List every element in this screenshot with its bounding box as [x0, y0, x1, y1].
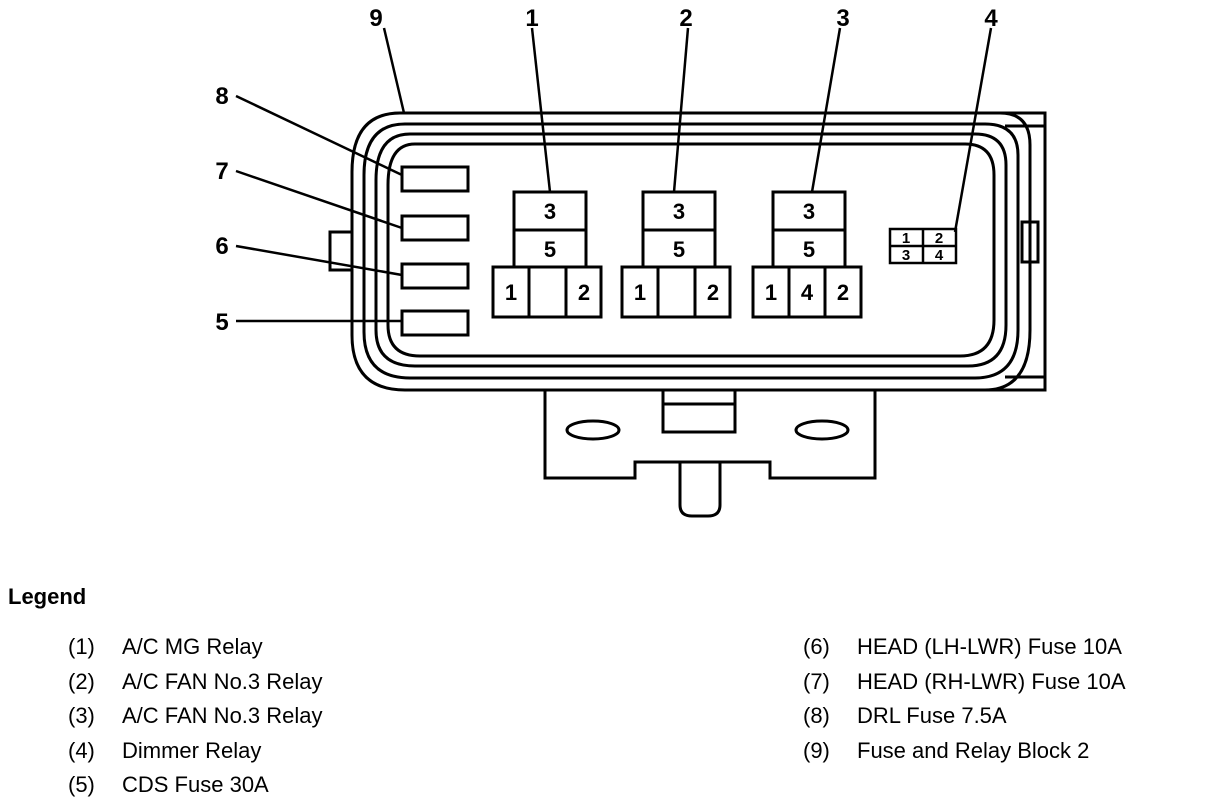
legend-item-8: (8) DRL Fuse 7.5A [803, 699, 1126, 734]
callout-1: 1 [525, 5, 538, 32]
relay-3-pin-5: 5 [803, 237, 815, 262]
legend-num: (7) [803, 668, 830, 694]
relay-3-pin-3: 3 [803, 199, 815, 224]
fuse-slot-drl [400, 165, 470, 193]
legend-num: (8) [803, 703, 830, 729]
legend-item-4: (4) Dimmer Relay [68, 734, 323, 769]
callout-7: 7 [215, 158, 228, 185]
relay-1-pin-2: 2 [578, 280, 590, 305]
legend-num: (3) [68, 703, 95, 729]
legend-num: (1) [68, 634, 95, 660]
legend-item-7: (7) HEAD (RH-LWR) Fuse 10A [803, 665, 1126, 700]
dimmer-pin-3: 3 [902, 247, 910, 264]
fuse-relay-block-diagram: 3 5 1 2 3 5 1 2 3 5 1 4 2 1 2 3 [215, 5, 1047, 518]
relay-3-pin-1: 1 [765, 280, 777, 305]
dimmer-relay-socket: 1 2 3 4 [888, 227, 958, 265]
fuse-slot-head-lh-lwr [400, 262, 470, 290]
legend-label: A/C MG Relay [122, 634, 263, 660]
legend-left-column: (1) A/C MG Relay (2) A/C FAN No.3 Relay … [68, 630, 323, 803]
legend-num: (9) [803, 737, 830, 763]
callout-3: 3 [836, 5, 849, 32]
fuse-slot-head-rh-lwr [400, 214, 470, 242]
legend-num: (6) [803, 634, 830, 660]
relay-2-pin-1: 1 [634, 280, 646, 305]
legend-label: HEAD (RH-LWR) Fuse 10A [857, 668, 1126, 694]
legend-label: A/C FAN No.3 Relay [122, 668, 323, 694]
relay-1-pin-5: 5 [544, 237, 556, 262]
callout-9: 9 [369, 5, 382, 32]
legend-title: Legend [8, 584, 87, 609]
legend-right-column: (6) HEAD (LH-LWR) Fuse 10A (7) HEAD (RH-… [803, 630, 1126, 768]
legend-item-1: (1) A/C MG Relay [68, 630, 323, 665]
legend-label: DRL Fuse 7.5A [857, 703, 1007, 729]
dimmer-pin-1: 1 [902, 230, 910, 247]
legend-label: A/C FAN No.3 Relay [122, 703, 323, 729]
leader-lines [235, 27, 993, 323]
mounting-bracket [543, 390, 877, 518]
relay-1-pin-1: 1 [505, 280, 517, 305]
relay-socket-3: 3 5 1 4 2 [751, 190, 863, 319]
relay-2-pin-2: 2 [707, 280, 719, 305]
relay-1-pin-3: 3 [544, 199, 556, 224]
legend-num: (2) [68, 668, 95, 694]
legend-item-9: (9) Fuse and Relay Block 2 [803, 734, 1126, 769]
legend-label: Dimmer Relay [122, 737, 262, 763]
relay-socket-1: 3 5 1 2 [491, 190, 603, 319]
legend-item-6: (6) HEAD (LH-LWR) Fuse 10A [803, 630, 1126, 665]
callout-4: 4 [984, 5, 998, 32]
relay-2-pin-3: 3 [673, 199, 685, 224]
callout-2: 2 [679, 5, 692, 32]
legend-item-3: (3) A/C FAN No.3 Relay [68, 699, 323, 734]
legend-label: HEAD (LH-LWR) Fuse 10A [857, 634, 1122, 660]
callout-5: 5 [215, 309, 228, 336]
legend-num: (5) [68, 772, 95, 798]
legend-label: CDS Fuse 30A [122, 772, 269, 798]
callout-6: 6 [215, 233, 228, 260]
legend-item-5: (5) CDS Fuse 30A [68, 768, 323, 803]
legend-label: Fuse and Relay Block 2 [857, 737, 1090, 763]
relay-3-pin-2: 2 [837, 280, 849, 305]
relay-3-pin-4: 4 [801, 280, 814, 305]
dimmer-pin-2: 2 [935, 230, 943, 247]
legend-item-2: (2) A/C FAN No.3 Relay [68, 665, 323, 700]
relay-socket-2: 3 5 1 2 [620, 190, 732, 319]
legend-num: (4) [68, 737, 95, 763]
relay-2-pin-5: 5 [673, 237, 685, 262]
callout-8: 8 [215, 83, 228, 110]
dimmer-pin-4: 4 [935, 247, 944, 264]
fuse-slot-cds [400, 309, 470, 337]
